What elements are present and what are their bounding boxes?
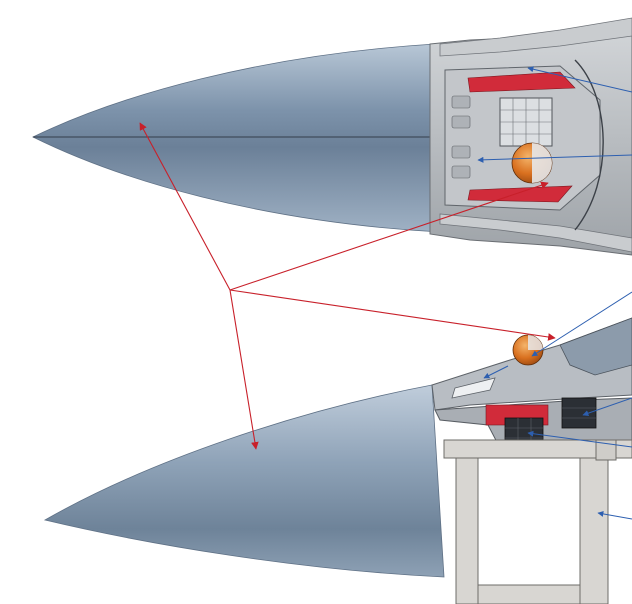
- red-callout-side-radome: [229, 289, 259, 450]
- top-red-upper: [467, 71, 576, 93]
- red-callout-top-radome: [139, 122, 231, 291]
- top-radome: [32, 43, 441, 233]
- top-box-grid: [500, 98, 552, 146]
- blue-callout-3: [531, 291, 632, 357]
- blue-callouts: [477, 66, 632, 520]
- blue-callout-7: [483, 365, 509, 379]
- side-sensor-cap: [528, 335, 543, 350]
- top-view: [32, 17, 632, 256]
- side-support-stand: [443, 439, 632, 604]
- top-slots: [451, 95, 471, 179]
- top-canopy-arc: [574, 59, 604, 231]
- red-callouts: [139, 122, 556, 450]
- side-radome: [43, 384, 445, 578]
- top-lower-rail: [439, 213, 632, 253]
- side-view: [43, 317, 632, 604]
- top-sensor-cap-lower: [532, 163, 552, 183]
- blue-callout-4: [582, 397, 632, 417]
- blue-callout-5: [527, 430, 632, 448]
- blue-callout-6: [597, 510, 632, 520]
- top-upper-rail: [439, 17, 632, 57]
- side-intake-window: [451, 377, 496, 399]
- blue-callout-1: [527, 66, 632, 93]
- side-canopy: [559, 317, 632, 376]
- red-callout-top-bay: [229, 181, 549, 291]
- red-callout-side-sensor: [229, 289, 556, 341]
- blue-callout-2: [477, 154, 632, 163]
- side-box-aft: [561, 397, 597, 429]
- top-red-lower: [467, 185, 573, 203]
